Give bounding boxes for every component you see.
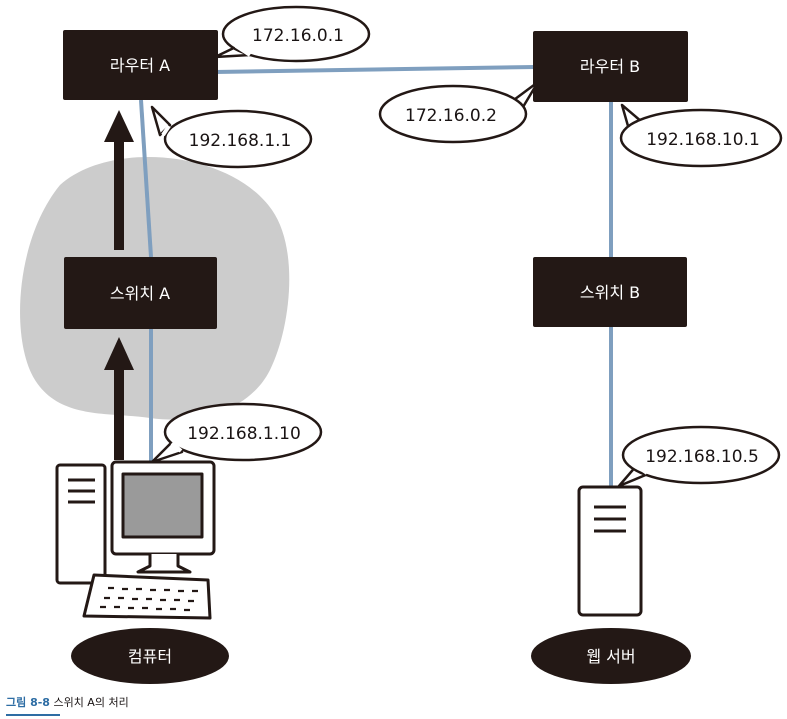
web-server-label: 웹 서버	[586, 647, 635, 666]
link-router-a-router-b	[214, 65, 536, 74]
network-links	[139, 65, 613, 488]
switch-a: 스위치 A	[64, 257, 217, 329]
computer-tower	[55, 463, 107, 585]
router-b-label: 라우터 B	[580, 57, 640, 76]
router-a-label: 라우터 A	[110, 56, 170, 75]
computer-icon	[55, 460, 216, 620]
computer-address: 192.168.1.10	[187, 424, 301, 444]
bubble-computer-address: 192.168.1.10	[150, 402, 323, 464]
server-address: 192.168.10.5	[645, 447, 759, 467]
bubble-server-address: 192.168.10.5	[617, 425, 781, 488]
web-server-label-badge: 웹 서버	[531, 628, 691, 684]
router-a: 라우터 A	[63, 30, 218, 100]
link-router-a-switch-a	[139, 99, 153, 258]
network-diagram: 라우터 A 라우터 B 스위치 A 스위치 B 172.16.0.1 172.1…	[20, 5, 783, 684]
bubble-router-b-wan: 172.16.0.2	[378, 80, 540, 144]
bubble-router-a-wan: 172.16.0.1	[213, 5, 371, 63]
switch-b: 스위치 B	[533, 257, 687, 327]
figure-number: 그림 8-8	[6, 696, 50, 709]
router-a-wan-address: 172.16.0.1	[252, 26, 344, 46]
figure-caption: 그림 8-8 스위치 A의 처리	[6, 694, 129, 710]
computer-label: 컴퓨터	[128, 647, 172, 666]
router-a-lan-address: 192.168.1.1	[189, 131, 292, 151]
bubble-router-b-lan: 192.168.10.1	[619, 103, 783, 168]
bubble-router-a-lan: 192.168.1.1	[150, 105, 313, 169]
router-b-wan-address: 172.16.0.2	[405, 106, 497, 126]
caption-underline	[6, 714, 60, 716]
arrow-up-icon	[104, 110, 134, 250]
router-b: 라우터 B	[533, 31, 688, 102]
switch-b-label: 스위치 B	[580, 283, 640, 302]
server-icon	[577, 485, 643, 617]
arrow-up-icon	[104, 337, 134, 460]
figure-title: 스위치 A의 처리	[49, 696, 129, 709]
switch-a-label: 스위치 A	[110, 284, 170, 303]
keyboard-icon	[82, 573, 212, 620]
computer-label-badge: 컴퓨터	[71, 628, 229, 684]
router-b-lan-address: 192.168.10.1	[646, 130, 760, 150]
